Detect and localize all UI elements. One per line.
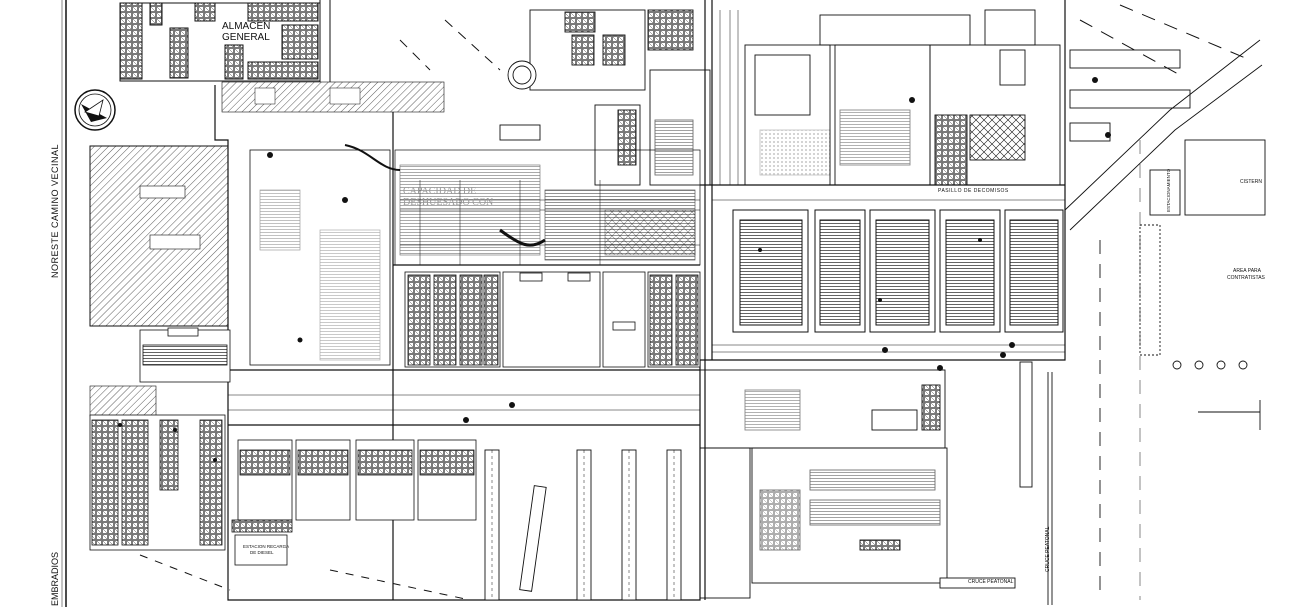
diesel-station-label-2: DE DIESEL xyxy=(250,550,274,555)
warehouse-label-line1: ALMACEN xyxy=(222,21,271,32)
process-capacity-label-1: CAPACIDAD DE xyxy=(403,186,477,197)
road-label-bottom: EMBRADIOS xyxy=(50,551,60,606)
carcass-chambers xyxy=(732,209,1064,333)
decommission-corridor-label: PASILLO DE DECOMISOS xyxy=(938,188,1009,194)
lower-right-facility xyxy=(699,361,1053,605)
hatched-strip-top xyxy=(221,81,445,113)
receiving-bays xyxy=(231,439,477,566)
office-block xyxy=(744,9,1061,186)
contractor-area-label-1: AREA PARA xyxy=(1233,268,1261,274)
top-mid-buildings xyxy=(499,9,711,186)
equipment-symbols xyxy=(118,77,1111,462)
cistern-label: CISTERN xyxy=(1240,179,1262,185)
pedestrian-crossing-label: CRUCE PEATONAL xyxy=(968,579,1014,585)
dashed-road-marks xyxy=(139,4,1251,601)
warehouse-label-line2: GENERAL xyxy=(222,32,270,43)
parking-vertical-label: ESTACIONAMIENTO xyxy=(1166,168,1171,212)
east-parking-area xyxy=(1064,39,1266,600)
truck-docks xyxy=(484,449,682,601)
contractor-area-label-2: CONTRATISTAS xyxy=(1227,275,1265,281)
cold-storage-racks xyxy=(404,271,701,368)
left-property-border xyxy=(61,0,67,607)
piping-linework xyxy=(228,10,1065,411)
north-arrow-icon xyxy=(74,89,116,131)
process-capacity-label-2: DESHUESADO CON xyxy=(403,197,494,208)
pedestrian-crossing-vertical-label: CRUCE PEATONAL xyxy=(1045,526,1051,572)
hatched-zone-left xyxy=(89,145,229,417)
lower-left-racks xyxy=(89,327,231,551)
road-label-northeast: NORESTE CAMINO VECINAL xyxy=(50,143,60,278)
general-warehouse xyxy=(119,0,331,82)
diesel-station-label-1: ESTACION RECARGA xyxy=(243,544,290,549)
